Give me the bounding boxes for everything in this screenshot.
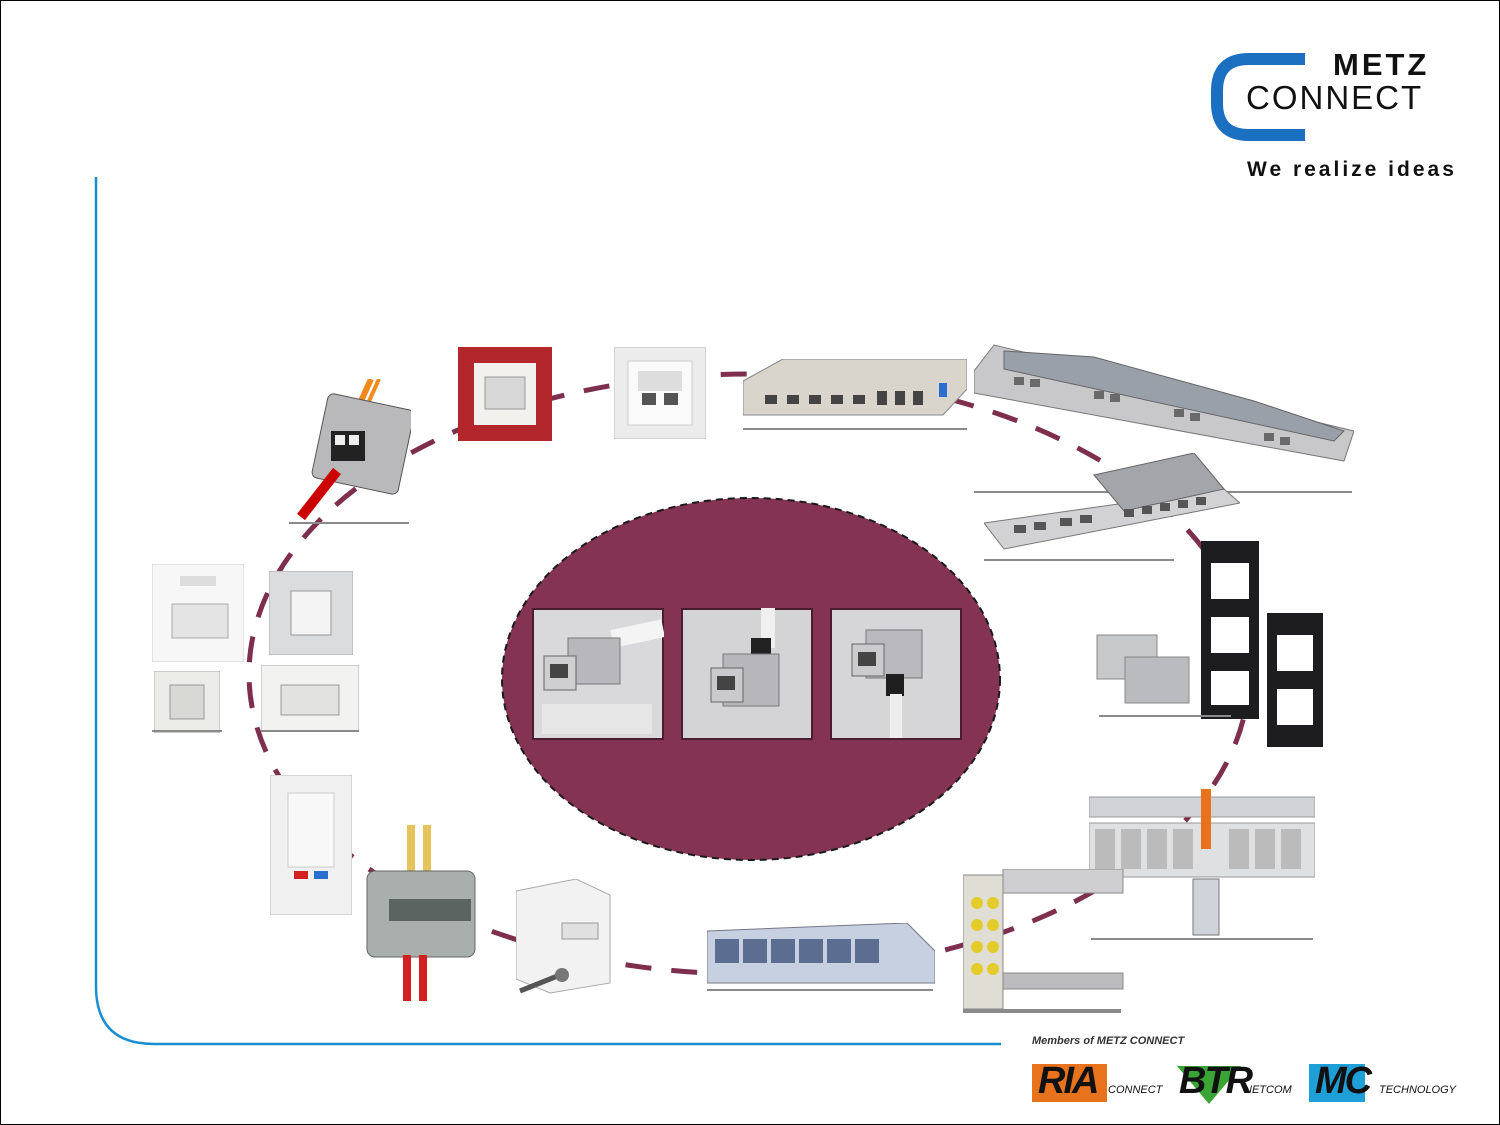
- ria-main-text: RIA: [1038, 1060, 1099, 1102]
- patch-panel-medium: [984, 453, 1240, 550]
- rack-frame-fiber: [963, 869, 1124, 1010]
- underline: [707, 989, 933, 991]
- members-label: Members of METZ CONNECT: [1032, 1035, 1185, 1047]
- mc-main-text: MC: [1315, 1060, 1372, 1102]
- tagline: We realize ideas: [1247, 158, 1457, 181]
- underline: [152, 730, 222, 732]
- ria-sub-text: CONNECT: [1108, 1084, 1163, 1096]
- patch-panel-large: [974, 344, 1354, 462]
- connector-photo-vertical: [681, 608, 813, 740]
- din-rail-module: [707, 923, 935, 984]
- mc-technology-logo: MC TECHNOLOGY: [1309, 1060, 1459, 1102]
- keystone-frames: [1096, 541, 1323, 747]
- underline: [1091, 938, 1313, 940]
- outlet-small: [154, 671, 220, 733]
- underline: [984, 559, 1174, 561]
- btr-triangle-icon: [1177, 1066, 1241, 1104]
- underline: [289, 522, 409, 524]
- btr-sub-text: NETCOM: [1244, 1084, 1292, 1096]
- underline: [1099, 715, 1231, 717]
- outlet-white: [614, 347, 706, 439]
- connector-photo-straight: [532, 608, 664, 740]
- fiber-outlet: [366, 825, 476, 1001]
- outlet-red-frame: [458, 347, 552, 441]
- distribution-box: [743, 359, 967, 416]
- outlet-grey-double: [269, 571, 353, 655]
- underline: [963, 1009, 1121, 1013]
- surface-outlet-tall: [270, 775, 352, 915]
- distribution-strip: [1089, 789, 1315, 936]
- underline: [261, 730, 359, 732]
- mc-sub-text: TECHNOLOGY: [1379, 1084, 1457, 1096]
- flush-mount-insert: [297, 379, 411, 521]
- btr-netcom-logo: BTR NETCOM: [1177, 1060, 1297, 1104]
- connector-photo-angled: [830, 608, 962, 740]
- logo-text-connect: CONNECT: [1246, 79, 1424, 116]
- logo-text-metz: METZ: [1333, 47, 1430, 82]
- btr-main-text: BTR: [1179, 1060, 1253, 1102]
- lockable-surface-box: [516, 879, 611, 994]
- ria-connect-logo: RIA CONNECT: [1032, 1060, 1162, 1102]
- underline: [743, 428, 967, 430]
- outlet-surface-wide: [261, 665, 359, 731]
- metz-connect-logo-mark: [1211, 53, 1305, 141]
- outlet-angled-triple: [152, 564, 244, 662]
